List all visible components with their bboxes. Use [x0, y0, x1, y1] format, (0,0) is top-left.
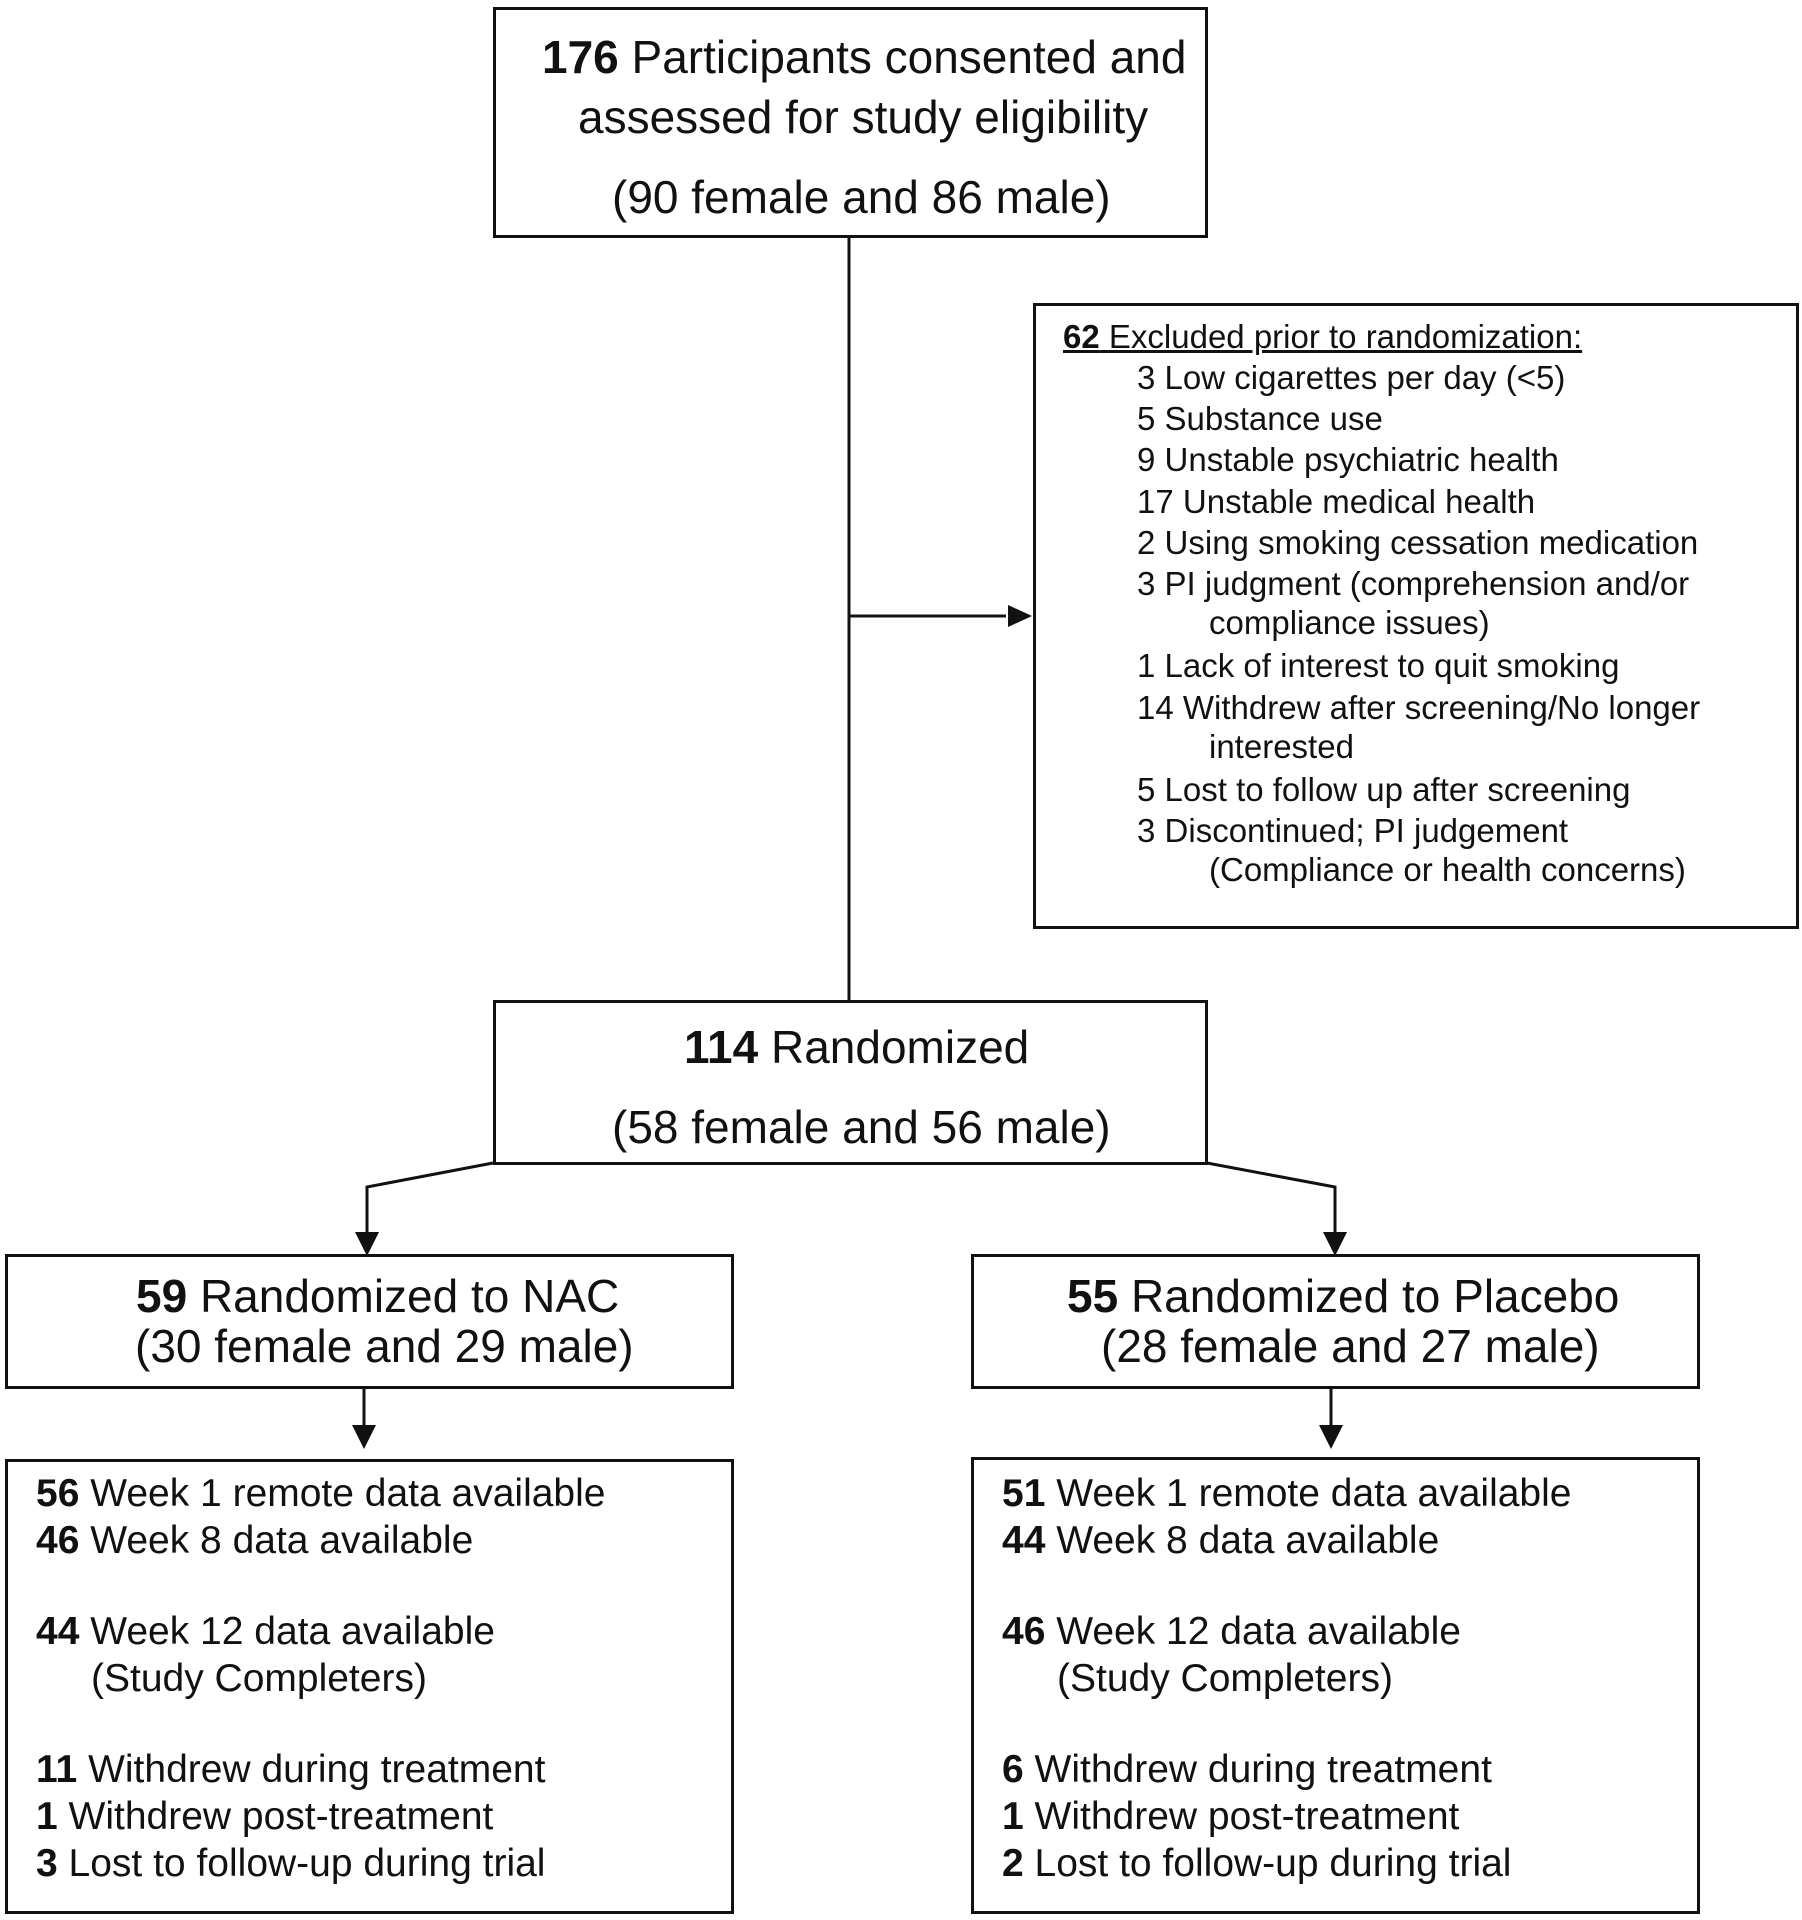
- exclusion-reason: 9 Unstable psychiatric health: [1137, 441, 1559, 479]
- exclusion-reason: 5 Substance use: [1137, 400, 1383, 438]
- exclusion-reason-text: Discontinued; PI judgement: [1164, 812, 1569, 850]
- enrollment-line2: assessed for study eligibility: [578, 91, 1149, 143]
- exclusion-reason-count: 17: [1137, 482, 1174, 520]
- exclusion-reason-continuation: (Compliance or health concerns): [1209, 851, 1686, 889]
- exclusion-reason: 5 Lost to follow up after screening: [1137, 771, 1630, 809]
- exclusion-reason: 2 Using smoking cessation medication: [1137, 524, 1698, 562]
- exclusion-reason: 14 Withdrew after screening/No longer: [1137, 689, 1700, 727]
- placebo-completers: (Study Completers): [1057, 1657, 1393, 1700]
- nac-branch-arrowhead: [355, 1232, 379, 1256]
- placebo-arm-box: 55 Randomized to Placebo (28 female and …: [971, 1254, 1700, 1389]
- exclusion-box: 62 Excluded prior to randomization: 3 Lo…: [1033, 303, 1799, 929]
- exclusion-reason-text: Unstable psychiatric health: [1164, 441, 1559, 479]
- nac-week12: 44 Week 12 data available: [36, 1610, 495, 1653]
- nac-week8: 46 Week 8 data available: [36, 1519, 474, 1562]
- nac-withdrew-post: 1 Withdrew post-treatment: [36, 1795, 494, 1838]
- exclusion-reason: 17 Unstable medical health: [1137, 483, 1535, 521]
- placebo-withdrew-during: 6 Withdrew during treatment: [1002, 1748, 1492, 1791]
- exclusion-reason-count: 5: [1137, 400, 1156, 438]
- nac-arm-sex-breakdown: (30 female and 29 male): [135, 1320, 634, 1372]
- nac-outcomes-box: 56 Week 1 remote data available 46 Week …: [5, 1459, 734, 1914]
- enrollment-box: 176 Participants consented and assessed …: [493, 7, 1208, 238]
- exclusion-reason-count: 3: [1137, 359, 1156, 396]
- exclusion-reason-text: PI judgment (comprehension and/or: [1164, 565, 1690, 602]
- branch-left-line: [365, 1161, 494, 1235]
- exclusion-reason-continuation: interested: [1209, 727, 1354, 765]
- placebo-lost-followup: 2 Lost to follow-up during trial: [1002, 1842, 1512, 1885]
- exclusion-reason-count: 3: [1137, 812, 1156, 850]
- exclusion-reason-count: 1: [1137, 647, 1156, 685]
- exclusion-reason-count: 14: [1137, 688, 1174, 726]
- nac-completers: (Study Completers): [91, 1657, 427, 1700]
- exclusion-reason: 3 Low cigarettes per day (<5): [1137, 359, 1565, 397]
- exclusion-reason: 1 Lack of interest to quit smoking: [1137, 647, 1619, 685]
- exclusion-reason-text: Using smoking cessation medication: [1164, 523, 1699, 561]
- exclusion-reason-text: Unstable medical health: [1182, 482, 1536, 520]
- randomized-count: 114: [684, 1021, 759, 1073]
- enrollment-count: 176: [542, 31, 619, 83]
- exclusion-heading: 62 Excluded prior to randomization:: [1063, 318, 1583, 355]
- branch-right-line: [1206, 1161, 1337, 1235]
- randomized-box: 114 Randomized (58 female and 56 male): [493, 1000, 1208, 1165]
- placebo-arm-sex-breakdown: (28 female and 27 male): [1101, 1320, 1600, 1372]
- exclusion-reason-continuation: compliance issues): [1209, 604, 1490, 642]
- nac-outcome-arrowhead: [352, 1425, 376, 1449]
- exclusion-reason: 3 PI judgment (comprehension and/or: [1137, 565, 1689, 603]
- nac-arm-title: 59 Randomized to NAC: [136, 1270, 620, 1322]
- exclusion-reason-text: Substance use: [1164, 400, 1383, 438]
- nac-week1: 56 Week 1 remote data available: [36, 1472, 606, 1515]
- exclusion-reason-count: 3: [1137, 565, 1156, 602]
- exclusion-reason-text: Lack of interest to quit smoking: [1164, 647, 1620, 685]
- exclusion-reason-text: Withdrew after screening/No longer: [1182, 688, 1701, 726]
- placebo-arm-title: 55 Randomized to Placebo: [1067, 1270, 1620, 1322]
- exclusion-arrowhead: [1008, 605, 1032, 627]
- placebo-branch-arrowhead: [1323, 1232, 1347, 1256]
- exclusion-reason-count: 5: [1137, 771, 1156, 808]
- nac-arm-box: 59 Randomized to NAC (30 female and 29 m…: [5, 1254, 734, 1389]
- placebo-week1: 51 Week 1 remote data available: [1002, 1472, 1572, 1515]
- randomized-sex-breakdown: (58 female and 56 male): [612, 1101, 1111, 1153]
- placebo-week12: 46 Week 12 data available: [1002, 1610, 1461, 1653]
- nac-count: 59: [136, 1270, 188, 1322]
- placebo-outcome-arrowhead: [1319, 1425, 1343, 1449]
- randomized-title: 114 Randomized: [684, 1021, 1030, 1073]
- enrollment-sex-breakdown: (90 female and 86 male): [612, 171, 1111, 223]
- nac-withdrew-during: 11 Withdrew during treatment: [36, 1748, 546, 1791]
- placebo-withdrew-post: 1 Withdrew post-treatment: [1002, 1795, 1460, 1838]
- placebo-count: 55: [1067, 1270, 1119, 1322]
- exclusion-reason-count: 9: [1137, 441, 1156, 479]
- exclusion-reason-count: 2: [1137, 523, 1156, 561]
- exclusion-reason-text: Low cigarettes per day (<5): [1164, 359, 1566, 396]
- exclusion-reason: 3 Discontinued; PI judgement: [1137, 812, 1568, 850]
- placebo-outcomes-box: 51 Week 1 remote data available 44 Week …: [971, 1457, 1700, 1914]
- nac-lost-followup: 3 Lost to follow-up during trial: [36, 1842, 546, 1885]
- exclusion-reason-text: Lost to follow up after screening: [1164, 771, 1631, 808]
- placebo-week8: 44 Week 8 data available: [1002, 1519, 1440, 1562]
- enrollment-line1: 176 Participants consented and: [542, 31, 1187, 83]
